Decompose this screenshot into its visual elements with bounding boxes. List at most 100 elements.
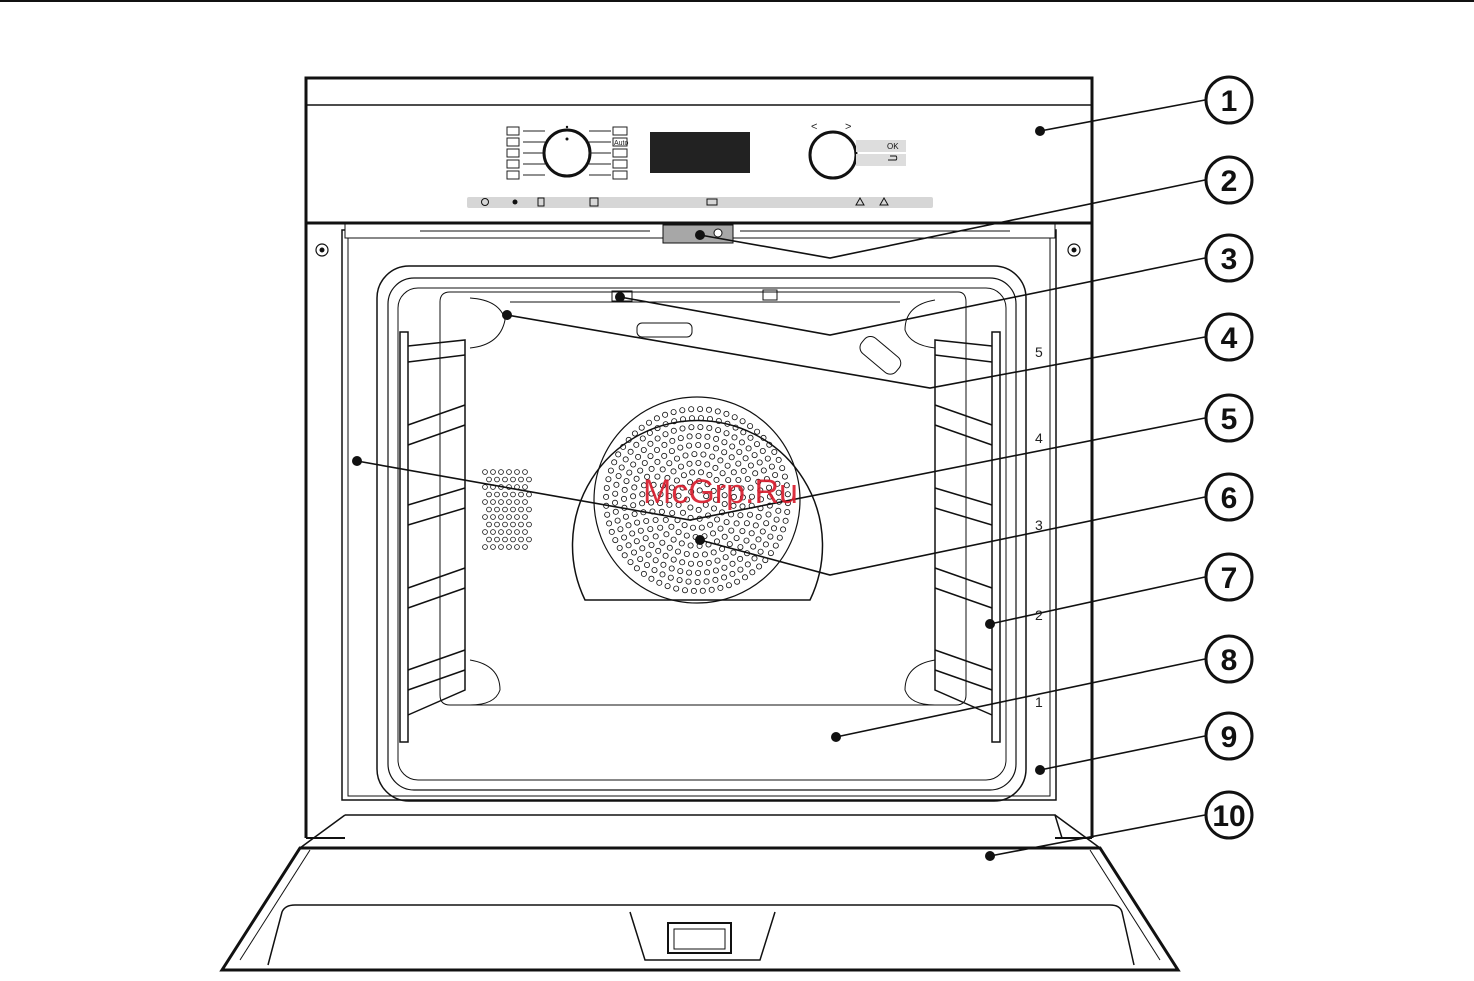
fan-hole xyxy=(713,568,718,573)
fan-hole xyxy=(638,557,643,562)
fan-hole xyxy=(664,532,669,537)
fan-hole xyxy=(671,428,676,433)
fan-hole xyxy=(777,535,782,540)
fan-hole xyxy=(696,570,701,575)
fan-hole xyxy=(718,585,723,590)
vent-hole xyxy=(515,530,520,535)
fan-hole xyxy=(655,436,660,441)
svg-text:8: 8 xyxy=(1221,644,1238,677)
vent-hole xyxy=(491,470,496,475)
svg-text:3: 3 xyxy=(1221,243,1238,276)
fan-hole xyxy=(684,551,689,556)
fan-hole xyxy=(732,415,737,420)
auto-label: Auto xyxy=(614,140,629,147)
fan-hole xyxy=(756,514,761,519)
fan-hole xyxy=(709,587,714,592)
vent-hole xyxy=(495,522,500,527)
fan-hole xyxy=(752,453,757,458)
fan-hole xyxy=(752,556,757,561)
fan-hole xyxy=(692,452,697,457)
fan-hole xyxy=(687,570,692,575)
vent-hole xyxy=(495,507,500,512)
oven-cavity xyxy=(377,266,1026,801)
vent-hole xyxy=(483,530,488,535)
vent-hole xyxy=(527,522,532,527)
fan-hole xyxy=(766,512,771,517)
fan-hole xyxy=(657,580,662,585)
fan-hole xyxy=(656,548,661,553)
fan-hole xyxy=(644,518,649,523)
vent-hole xyxy=(515,515,520,520)
fan-hole xyxy=(644,562,649,567)
vent-hole xyxy=(511,507,516,512)
fan-hole xyxy=(706,407,711,412)
fan-hole xyxy=(740,419,745,424)
fan-hole xyxy=(653,534,658,539)
shelf-level-2: 2 xyxy=(1035,607,1043,623)
fan-hole xyxy=(687,434,692,439)
fan-hole xyxy=(613,491,618,496)
fan-hole xyxy=(722,440,727,445)
vent-hole xyxy=(527,537,532,542)
vent-hole xyxy=(523,545,528,550)
callout-8: 8 xyxy=(1206,636,1252,682)
fan-hole xyxy=(682,588,687,593)
back-button[interactable] xyxy=(856,154,906,166)
fan-hole xyxy=(696,442,701,447)
vent-hole xyxy=(507,470,512,475)
fan-hole xyxy=(726,583,731,588)
fan-hole xyxy=(619,465,624,470)
fan-hole xyxy=(753,523,758,528)
vent-hole xyxy=(495,492,500,497)
fan-hole xyxy=(609,529,614,534)
left-shelf-runners xyxy=(400,332,465,742)
vent-hole xyxy=(511,522,516,527)
fan-hole xyxy=(710,531,715,536)
fan-hole xyxy=(723,555,728,560)
fan-hole xyxy=(649,576,654,581)
fan-hole xyxy=(730,571,735,576)
vent-hole xyxy=(507,515,512,520)
fan-hole xyxy=(680,426,685,431)
selection-dial[interactable] xyxy=(810,132,856,178)
fan-hole xyxy=(679,541,684,546)
svg-text:9: 9 xyxy=(1221,721,1238,754)
vent-hole xyxy=(499,545,504,550)
vent-hole xyxy=(483,485,488,490)
vent-hole xyxy=(503,537,508,542)
fan-hole xyxy=(695,579,700,584)
fan-hole xyxy=(689,407,694,412)
function-selector-knob[interactable] xyxy=(544,130,590,176)
oven-frame xyxy=(306,223,1092,838)
vent-hole xyxy=(523,500,528,505)
fan-hole xyxy=(678,569,683,574)
fan-hole xyxy=(632,485,637,490)
fan-hole xyxy=(667,461,672,466)
fan-hole xyxy=(747,512,752,517)
vent-hole xyxy=(527,507,532,512)
fan-hole xyxy=(640,436,645,441)
fan-hole xyxy=(617,545,622,550)
fan-hole xyxy=(631,550,636,555)
svg-text:10: 10 xyxy=(1212,800,1245,833)
vent-hole xyxy=(527,477,532,482)
fan-hole xyxy=(663,412,668,417)
callout-7: 7 xyxy=(1206,554,1252,600)
vent-hole xyxy=(503,522,508,527)
fan-hole xyxy=(730,561,735,566)
fan-hole xyxy=(631,503,636,508)
fan-hole xyxy=(654,447,659,452)
fan-hole xyxy=(612,500,617,505)
fan-hole xyxy=(669,524,674,529)
fan-hole xyxy=(655,459,660,464)
fan-hole xyxy=(631,462,636,467)
fan-hole xyxy=(714,436,719,441)
fan-hole xyxy=(696,460,701,465)
fan-hole xyxy=(705,462,710,467)
fan-hole xyxy=(727,542,732,547)
vent-hole xyxy=(483,515,488,520)
fan-hole xyxy=(732,435,737,440)
fan-hole xyxy=(758,549,763,554)
fan-hole xyxy=(634,539,639,544)
fan-hole xyxy=(661,562,666,567)
